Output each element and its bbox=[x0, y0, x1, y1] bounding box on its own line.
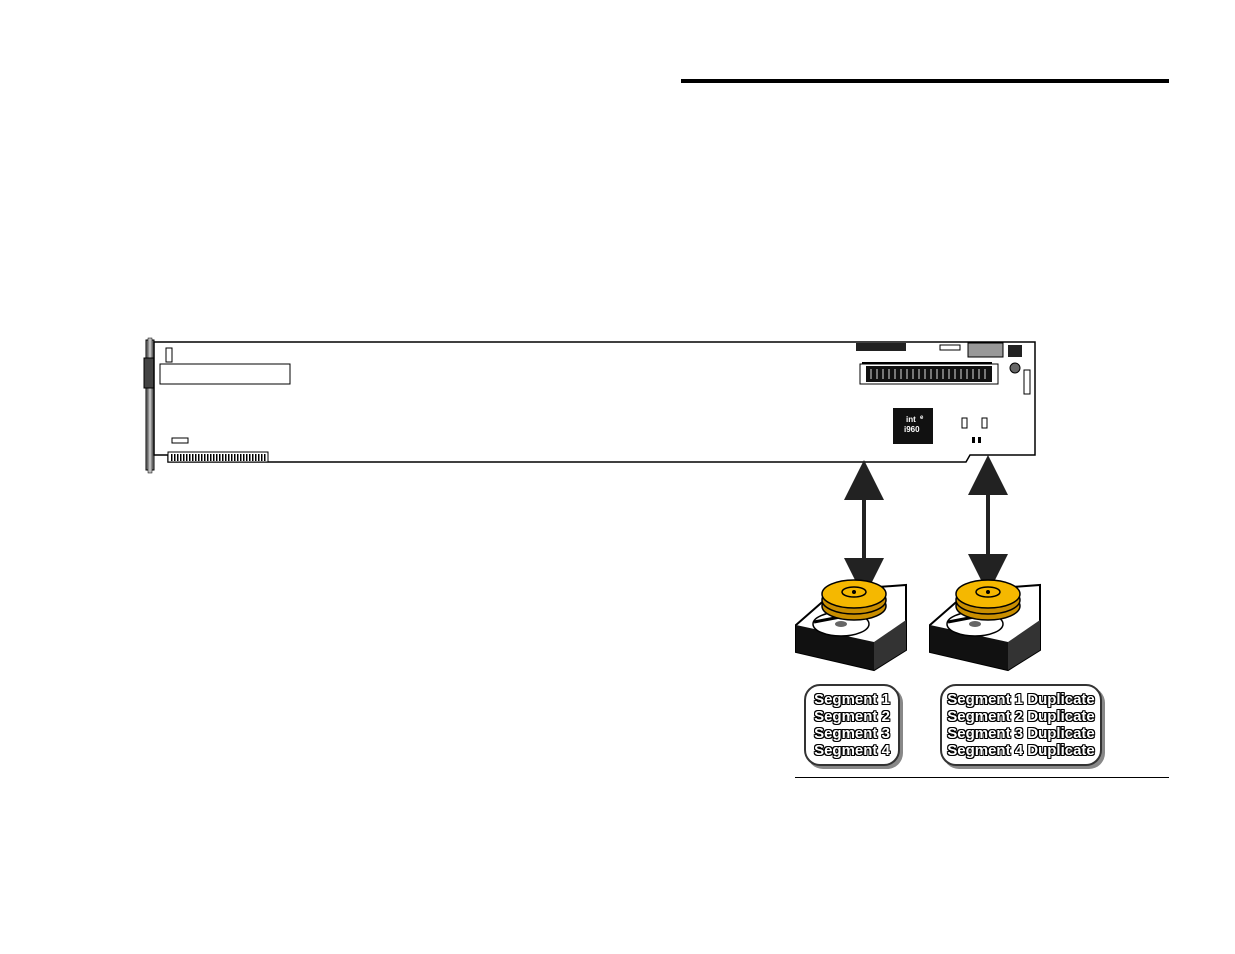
header-rule bbox=[681, 79, 1169, 83]
card-board bbox=[153, 341, 1036, 463]
chip-brand-label: int bbox=[906, 415, 916, 424]
hard-disk-icon bbox=[929, 579, 1041, 672]
segment-label: Segment 4 Duplicate bbox=[947, 742, 1095, 759]
segment-label: Segment 3 Duplicate bbox=[947, 725, 1095, 742]
scsi-connector bbox=[866, 366, 992, 382]
disk-1-segment-box: Segment 1 Segment 2 Segment 3 Segment 4 bbox=[804, 684, 900, 766]
disk-2-segment-box: Segment 1 Duplicate Segment 2 Duplicate … bbox=[940, 684, 1102, 766]
segment-label: Segment 2 Duplicate bbox=[947, 708, 1095, 725]
top-connector bbox=[856, 343, 906, 351]
pci-edge-connector bbox=[167, 451, 269, 463]
segment-label: Segment 4 bbox=[814, 742, 890, 759]
i960-chip bbox=[893, 408, 933, 444]
battery-icon bbox=[1009, 362, 1021, 374]
segment-label: Segment 3 bbox=[814, 725, 890, 742]
raid-controller-card: int e i960 bbox=[143, 337, 1036, 474]
chip-model-label: i960 bbox=[904, 425, 920, 434]
segment-label: Segment 2 bbox=[814, 708, 890, 725]
hard-disk-icon bbox=[795, 579, 907, 672]
segment-label: Segment 1 bbox=[814, 691, 890, 708]
footer-rule bbox=[795, 777, 1169, 778]
memory-module bbox=[967, 342, 1004, 358]
chip-brand-suffix: e bbox=[920, 415, 924, 421]
segment-label: Segment 1 Duplicate bbox=[947, 691, 1095, 708]
